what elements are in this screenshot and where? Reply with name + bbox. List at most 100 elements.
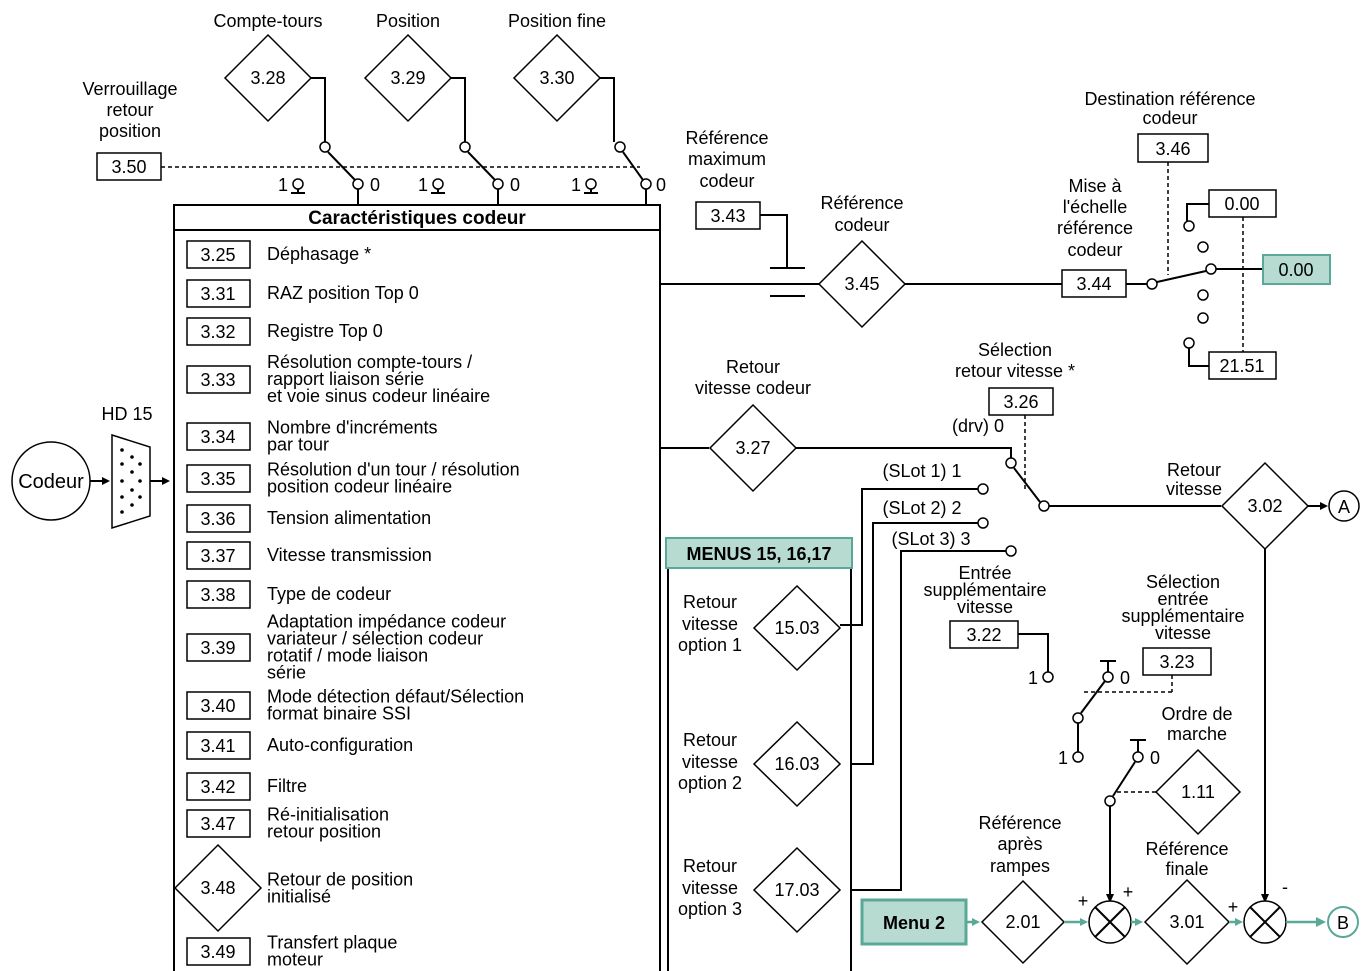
summing-junction-1: + + [1078, 882, 1133, 944]
svg-text:Retour: Retour [683, 856, 737, 876]
summing-junction-2: + - [1228, 877, 1288, 944]
param-description: rotatif / mode liaison [267, 646, 428, 666]
menus-header: MENUS 15, 16,17 [665, 537, 853, 569]
extra-input-3-22[interactable]: Entrée supplémentaire vitesse 3.22 [923, 563, 1047, 649]
param-id: 3.42 [200, 777, 235, 797]
param-description: Mode détection défaut/Sélection [267, 687, 524, 707]
param-description: par tour [267, 435, 329, 455]
svg-text:3.43: 3.43 [710, 206, 745, 226]
connector-label: HD 15 [101, 404, 152, 424]
menu-2-box[interactable]: Menu 2 [860, 898, 968, 946]
param-description: Retour de position [267, 870, 413, 890]
svg-text:0: 0 [1120, 668, 1130, 688]
param-id: 3.28 [250, 68, 285, 88]
svg-text:retour vitesse *: retour vitesse * [955, 361, 1075, 381]
svg-text:3.46: 3.46 [1155, 139, 1190, 159]
param-id: 3.40 [200, 696, 235, 716]
param-description: format binaire SSI [267, 704, 411, 724]
param-id: 3.48 [200, 878, 235, 898]
dest-min-box[interactable]: 0.00 [1208, 189, 1277, 218]
svg-text:codeur: codeur [699, 171, 754, 191]
option-15-03[interactable]: Retour vitesse option 1 15.03 [678, 584, 842, 672]
encoder: HD 15 Codeur [11, 404, 170, 530]
svg-text:vitesse: vitesse [682, 614, 738, 634]
destination-3-46[interactable]: Destination référence codeur 3.46 [1084, 89, 1256, 163]
speed-out-3-02[interactable]: Retour vitesse 3.02 [1166, 460, 1310, 551]
ref-max-3-43[interactable]: Référence maximum codeur 3.43 [685, 128, 769, 230]
svg-text:position: position [99, 121, 161, 141]
svg-text:Sélection: Sélection [978, 340, 1052, 360]
lock-3-50[interactable]: Verrouillage retour position 3.50 [82, 79, 178, 181]
svg-text:B: B [1337, 913, 1349, 933]
svg-text:maximum: maximum [688, 149, 766, 169]
svg-text:Retour: Retour [726, 357, 780, 377]
param-id: 3.30 [539, 68, 574, 88]
switch-3-29: 1 0 [418, 141, 520, 205]
scaling-3-44[interactable]: Mise à l'échelle référence codeur 3.44 [1057, 176, 1133, 298]
param-description: moteur [267, 950, 323, 970]
svg-text:codeur: codeur [1142, 108, 1197, 128]
param-description: Vitesse transmission [267, 545, 432, 565]
option-16-03[interactable]: Retour vitesse option 2 16.03 [678, 720, 842, 808]
svg-text:Mise à: Mise à [1068, 176, 1122, 196]
param-id: 3.39 [200, 638, 235, 658]
dest-output-box[interactable]: 0.00 [1262, 254, 1331, 285]
svg-text:vitesse: vitesse [1166, 479, 1222, 499]
svg-text:+: + [1228, 897, 1239, 917]
param-description: position codeur linéaire [267, 477, 452, 497]
top-param-3-28[interactable]: Compte-tours 3.28 [213, 11, 323, 123]
hd15-connector-icon [111, 433, 151, 530]
svg-text:0.00: 0.00 [1278, 260, 1313, 280]
svg-text:3.02: 3.02 [1247, 496, 1282, 516]
after-ramps-2-01[interactable]: Référence après rampes 2.01 [978, 813, 1066, 965]
svg-text:vitesse: vitesse [682, 752, 738, 772]
ref-codeur-3-45[interactable]: Référence codeur 3.45 [817, 193, 907, 329]
option-17-03[interactable]: Retour vitesse option 3 17.03 [678, 846, 842, 934]
hd15-pin [130, 455, 134, 459]
svg-text:entrée: entrée [1157, 589, 1208, 609]
final-ref-3-01[interactable]: Référence finale 3.01 [1143, 839, 1231, 966]
extra-select-3-23[interactable]: Sélection entrée supplémentaire vitesse … [1121, 572, 1245, 676]
param-description: Nombre d'incréments [267, 418, 438, 438]
panel-row-3-40[interactable]: 3.40 Mode détection défaut/Sélectionforma… [186, 687, 524, 724]
connector-a: A [1338, 497, 1350, 517]
top-param-3-30[interactable]: Position fine 3.30 [508, 11, 606, 123]
svg-text:supplémentaire: supplémentaire [923, 580, 1046, 600]
hd15-pin [120, 479, 124, 483]
svg-text:0: 0 [370, 175, 380, 195]
speed-feedback-3-27[interactable]: Retour vitesse codeur 3.27 [695, 357, 811, 493]
svg-text:2.01: 2.01 [1005, 912, 1040, 932]
encoder-panel: Caractéristiques codeur [173, 204, 661, 971]
svg-text:après: après [997, 834, 1042, 854]
svg-text:3.22: 3.22 [966, 625, 1001, 645]
param-description: variateur / sélection codeur [267, 629, 483, 649]
param-id: 3.32 [200, 322, 235, 342]
top-param-3-29[interactable]: Position 3.29 [363, 11, 453, 123]
dest-max-box[interactable]: 21.51 [1208, 351, 1277, 380]
svg-text:Verrouillage: Verrouillage [82, 79, 177, 99]
run-order-1-11[interactable]: Ordre de marche 1.11 [1154, 704, 1242, 836]
svg-text:3.27: 3.27 [735, 438, 770, 458]
param-description: et voie sinus codeur linéaire [267, 386, 490, 406]
svg-text:3.23: 3.23 [1159, 652, 1194, 672]
param-id: 3.49 [200, 942, 235, 962]
speed-select-3-26[interactable]: Sélection retour vitesse * 3.26 [955, 340, 1075, 416]
hd15-pin [130, 488, 134, 492]
